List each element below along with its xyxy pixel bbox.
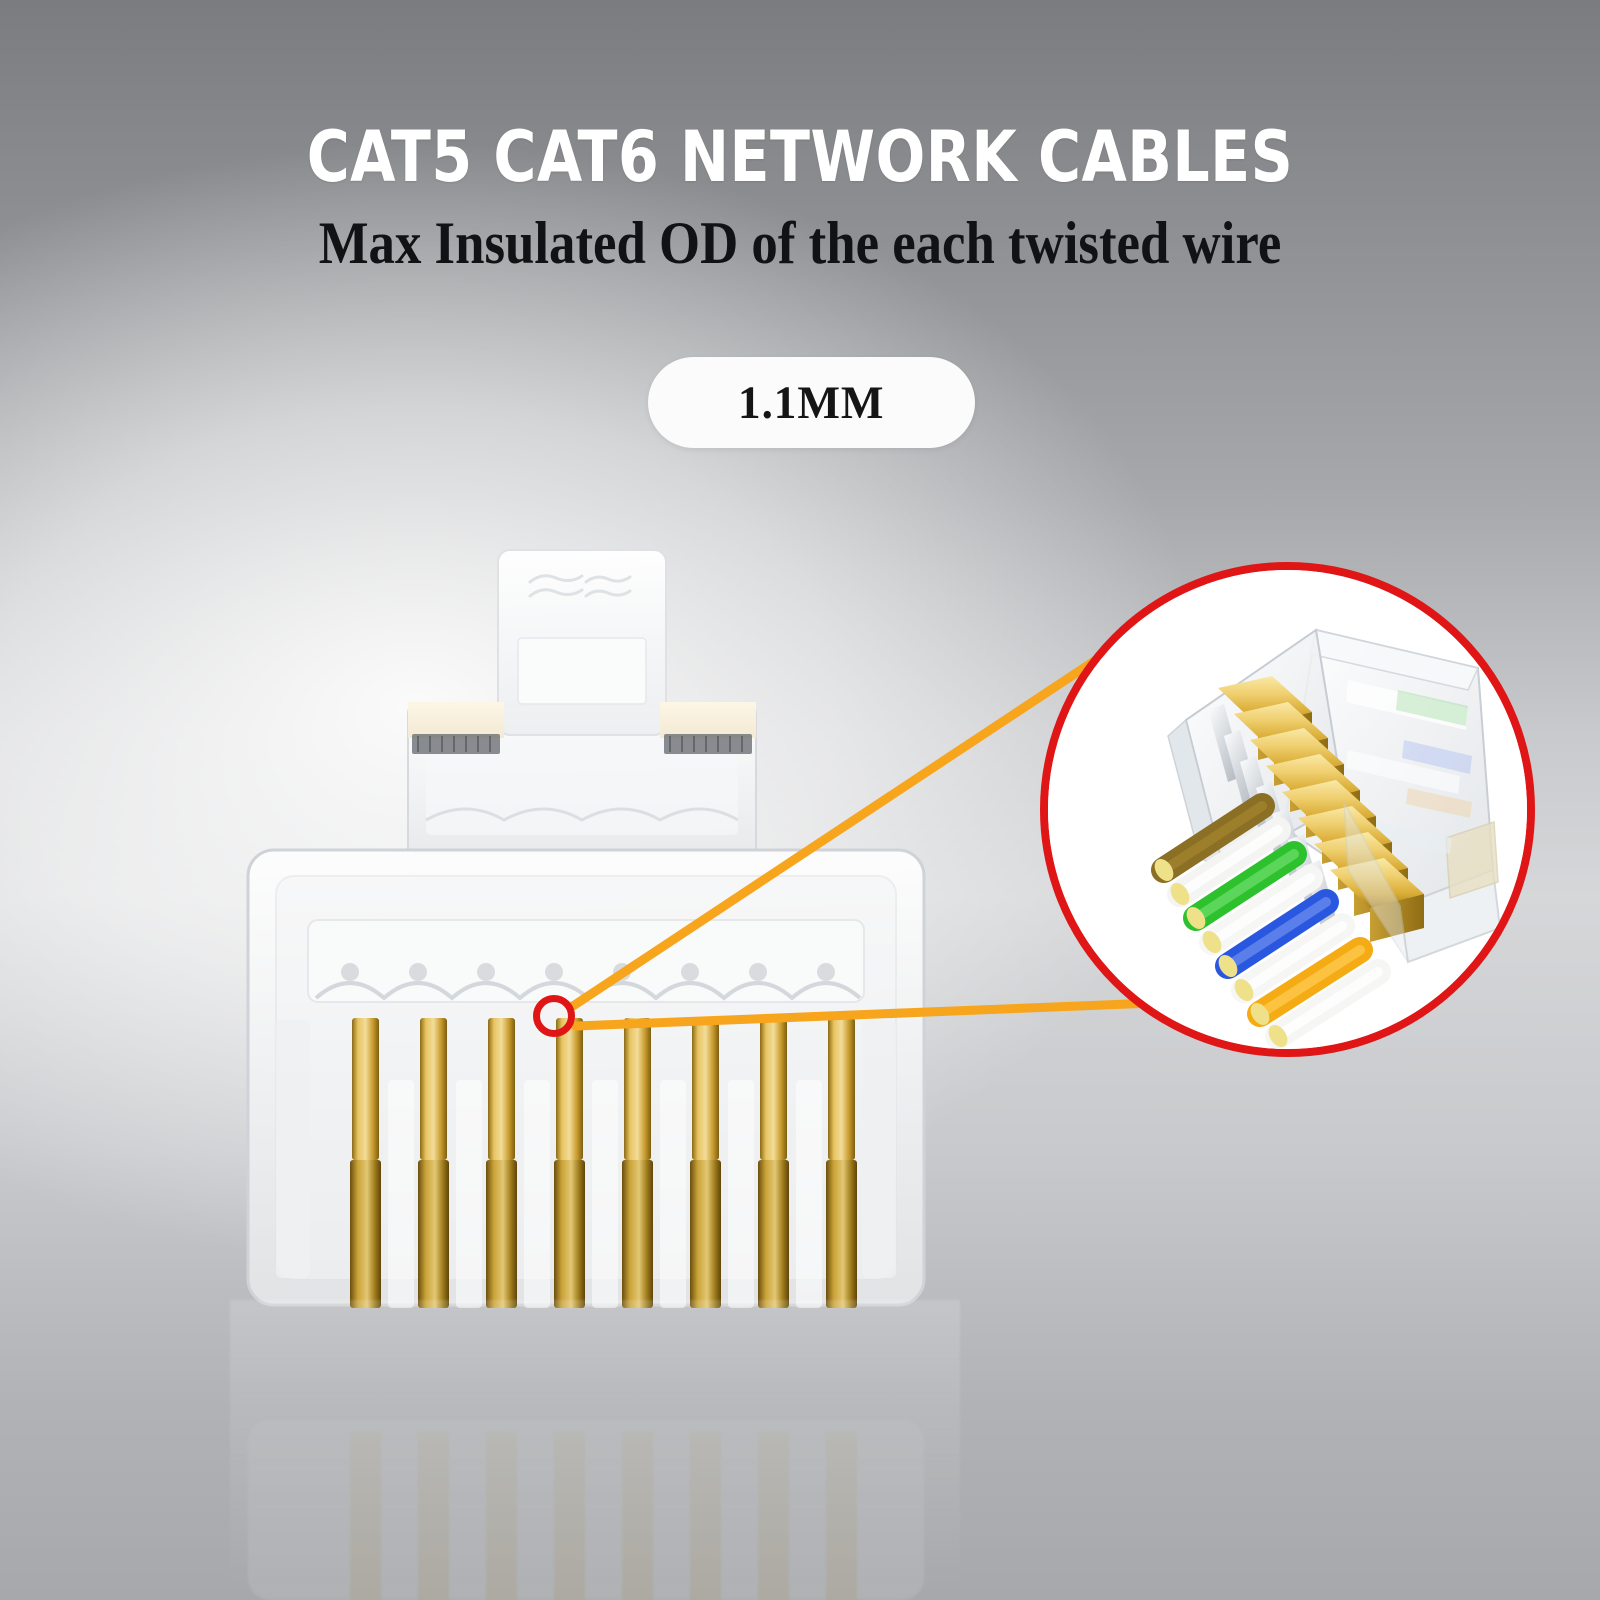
page-title: CAT5 CAT6 NETWORK CABLES xyxy=(306,116,1294,198)
pin xyxy=(758,1018,789,1308)
pin xyxy=(350,1018,381,1308)
inset-gold-contacts xyxy=(1218,676,1424,942)
pin xyxy=(486,1018,517,1308)
wire-white-orange xyxy=(1265,959,1391,1049)
inset-refraction xyxy=(1396,690,1472,818)
wire-white-green xyxy=(1199,865,1323,955)
inset-wire-bundle xyxy=(1151,793,1391,1049)
wire-blue xyxy=(1215,889,1339,979)
connector-front-housing xyxy=(246,848,926,1307)
pin xyxy=(826,1018,857,1308)
spec-badge-value: 1.1MM xyxy=(738,376,885,429)
pin xyxy=(418,1018,449,1308)
wire-brown xyxy=(1151,793,1275,883)
page-subtitle: Max Insulated OD of the each twisted wir… xyxy=(318,210,1282,276)
wire-green xyxy=(1183,841,1307,931)
wire-white-blue xyxy=(1231,913,1355,1003)
callout-marker-circle xyxy=(533,995,575,1037)
pin xyxy=(690,1018,721,1308)
pin xyxy=(622,1018,653,1308)
wire-orange xyxy=(1247,937,1373,1027)
connector-ribs xyxy=(388,1080,822,1308)
connector-pin-row xyxy=(350,1018,857,1308)
magnifier-inset xyxy=(1040,562,1535,1057)
pin xyxy=(554,1018,585,1308)
wire-white-brown xyxy=(1167,817,1291,907)
main-connector-image xyxy=(230,520,960,1350)
inset-front-face xyxy=(1343,801,1409,963)
connector-latch-tab xyxy=(497,549,667,736)
spec-badge: 1.1MM xyxy=(648,357,975,448)
